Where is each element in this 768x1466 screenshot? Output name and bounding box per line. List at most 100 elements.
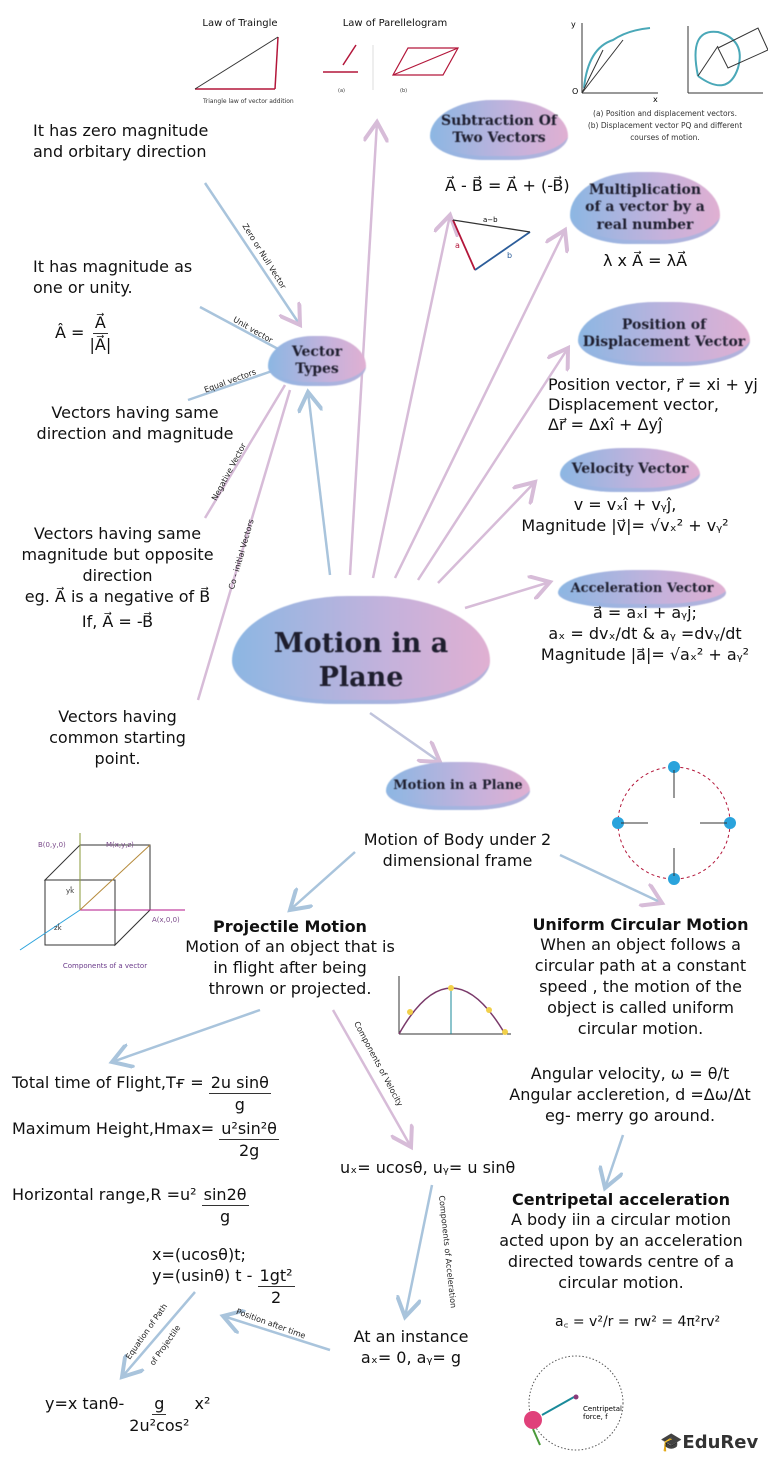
angular-example: eg- merry go around. bbox=[544, 1106, 716, 1125]
caption-line: (b) Displacement vector PQ and different bbox=[587, 121, 743, 130]
negative-vector-block: Vectors having same magnitude but opposi… bbox=[20, 523, 215, 632]
svg-text:y: y bbox=[571, 20, 576, 29]
vector-types-cloud: Vector Types bbox=[268, 336, 366, 386]
circular-text: When an object follows a circular path a… bbox=[534, 935, 747, 1038]
position-cloud: Position of Displacement Vector bbox=[578, 302, 750, 366]
position-vector-line: Position vector, r⃗ = xi + yj bbox=[548, 375, 758, 394]
angular-velocity: Angular velocity, ω = θ/t bbox=[530, 1064, 730, 1083]
arrow-equal-vectors bbox=[187, 368, 276, 402]
circular-block: Uniform Circular Motion When an object f… bbox=[528, 915, 753, 1039]
y-position-numerator: 1gt² bbox=[257, 1266, 295, 1287]
arrow-to-velocity bbox=[437, 482, 535, 584]
range-label: Horizontal range,R =u² bbox=[12, 1185, 202, 1204]
coinitial-text: Vectors having common starting point. bbox=[49, 707, 186, 768]
velocity-components: uₓ= ucosθ, uᵧ= u sinθ bbox=[340, 1158, 516, 1177]
parallelogram-sub-b: (b) bbox=[400, 88, 408, 94]
velocity-magnitude: Magnitude |v⃗|= √vₓ² + vᵧ² bbox=[521, 516, 729, 535]
arrow-to-velocity-components bbox=[331, 1009, 411, 1147]
velocity-formula: v = vₓî + vᵧĵ, bbox=[573, 495, 677, 514]
parallelogram-sub-a: (a) bbox=[338, 88, 345, 94]
arrow-to-projectile bbox=[290, 851, 356, 910]
label-m: M(x,y,z) bbox=[106, 841, 134, 849]
label-b: B(0,y,0) bbox=[38, 841, 66, 849]
displacement-formula: Δr⃗ = Δxî + Δyĵ bbox=[548, 415, 663, 434]
path-lhs: y=x tanθ- bbox=[45, 1394, 130, 1413]
law-triangle-figure bbox=[194, 36, 279, 90]
path-numerator: g bbox=[152, 1394, 167, 1415]
centripetal-label-1: Centripetal bbox=[583, 1405, 622, 1413]
y-position-denominator: 2 bbox=[270, 1288, 282, 1307]
instance-block: At an instance aₓ= 0, aᵧ= g bbox=[340, 1326, 482, 1368]
time-numerator: 2u sinθ bbox=[208, 1073, 271, 1094]
law-parallelogram-figure bbox=[323, 44, 460, 90]
sub-center-label: Motion in a Plane bbox=[393, 777, 523, 793]
centripetal-force-figure: Centripetal force, f bbox=[524, 1355, 624, 1451]
acceleration-label: Acceleration Vector bbox=[570, 580, 714, 596]
vector-types-label: Vector Types bbox=[291, 343, 343, 378]
y-position: y=(usinθ) t - bbox=[152, 1266, 258, 1285]
height-denominator: 2g bbox=[238, 1141, 260, 1160]
arrow-to-position bbox=[416, 348, 568, 581]
logo-text: EduRev bbox=[682, 1432, 759, 1453]
centripetal-heading: Centripetal acceleration bbox=[512, 1190, 730, 1209]
angular-block: Angular velocity, ω = θ/t Angular accler… bbox=[495, 1063, 765, 1126]
subtraction-formula: A⃗ - B⃗ = A⃗ + (-B⃗) bbox=[445, 176, 570, 195]
unit-vector-text: It has magnitude as one or unity. bbox=[33, 257, 193, 297]
caption-line: (a) Position and displacement vectors. bbox=[593, 109, 737, 118]
formula-lhs: Â = bbox=[55, 323, 90, 342]
angular-acceleration: Angular accleretion, d =Δω/Δt bbox=[509, 1085, 751, 1104]
label-yk: yk̂ bbox=[66, 887, 75, 895]
arrow-zero-vector bbox=[203, 182, 300, 325]
arrow-to-circular bbox=[559, 853, 662, 903]
projectile-block: Projectile Motion Motion of an object th… bbox=[185, 917, 395, 999]
law-parallelogram-title: Law of Parellelogram bbox=[342, 18, 448, 29]
formula-denominator: |A⃗| bbox=[89, 335, 112, 354]
arrow-to-position-after-time bbox=[223, 1316, 331, 1352]
arrow-to-path-equation bbox=[122, 1291, 196, 1377]
position-label: Position of Displacement Vector bbox=[582, 316, 746, 351]
path-x-squared: x² bbox=[194, 1394, 211, 1413]
caption-line: courses of motion. bbox=[630, 133, 700, 142]
law-triangle-title: Law of Traingle bbox=[202, 18, 278, 29]
time-label: Total time of Flight,Tғ = bbox=[12, 1073, 209, 1092]
law-triangle-caption: Triangle law of vector addition bbox=[203, 98, 294, 105]
centripetal-text: A body iin a circular motion acted upon … bbox=[499, 1210, 743, 1292]
acceleration-components: aₓ = dvₓ/dt & aᵧ =dvᵧ/dt bbox=[548, 624, 742, 643]
subtraction-label: Subtraction Of Two Vectors bbox=[441, 112, 557, 147]
multiplication-cloud: Multiplication of a vector by a real num… bbox=[570, 172, 720, 244]
label-a: a bbox=[455, 241, 460, 250]
acceleration-magnitude: Magnitude |a⃗|= √aₓ² + aᵧ² bbox=[540, 645, 750, 664]
sub-center-text: Motion of Body under 2 dimensional frame bbox=[363, 830, 552, 870]
height-label: Maximum Height,Hmax= bbox=[12, 1119, 220, 1138]
arrow-to-acceleration bbox=[464, 582, 550, 610]
arrow-to-vector-types bbox=[308, 392, 332, 576]
position-text: Position vector, r⃗ = xi + yj Displaceme… bbox=[548, 375, 758, 435]
displacement-vector-line: Displacement vector, bbox=[548, 395, 719, 414]
velocity-text: v = vₓî + vᵧĵ, Magnitude |v⃗|= √vₓ² + vᵧ… bbox=[510, 494, 740, 536]
projectile-graph-figure bbox=[398, 976, 511, 1035]
unit-vector-formula: Â = A⃗|A⃗| bbox=[55, 312, 111, 355]
label-a-point: A(x,0,0) bbox=[152, 916, 180, 924]
arrow-to-sub-center bbox=[369, 711, 440, 762]
arrow-unit-vector bbox=[199, 305, 281, 352]
negative-vector-text: Vectors having same magnitude but opposi… bbox=[21, 524, 214, 585]
path-denominator: 2u²cos² bbox=[129, 1416, 190, 1435]
arrow-negative-vector bbox=[203, 384, 287, 519]
subtraction-triangle-figure: a−b a b bbox=[452, 216, 531, 271]
projectile-heading: Projectile Motion bbox=[213, 917, 367, 936]
projectile-text: Motion of an object that is in flight af… bbox=[185, 937, 395, 998]
multiplication-label: Multiplication of a vector by a real num… bbox=[585, 181, 705, 233]
arrow-to-laws bbox=[348, 122, 377, 576]
range-numerator: sin2θ bbox=[201, 1185, 249, 1206]
negative-vector-formula: If, A⃗ = -B⃗ bbox=[81, 612, 154, 631]
zero-vector-text: It has zero magnitude and orbitary direc… bbox=[33, 121, 209, 161]
centripetal-label-2: force, f bbox=[583, 1413, 608, 1421]
label-a-minus-b: a−b bbox=[483, 216, 498, 224]
instance-formula: aₓ= 0, aᵧ= g bbox=[360, 1348, 462, 1367]
arrow-to-instance bbox=[405, 1184, 434, 1317]
velocity-label: Velocity Vector bbox=[571, 461, 689, 478]
subtraction-cloud: Subtraction Of Two Vectors bbox=[430, 100, 568, 160]
